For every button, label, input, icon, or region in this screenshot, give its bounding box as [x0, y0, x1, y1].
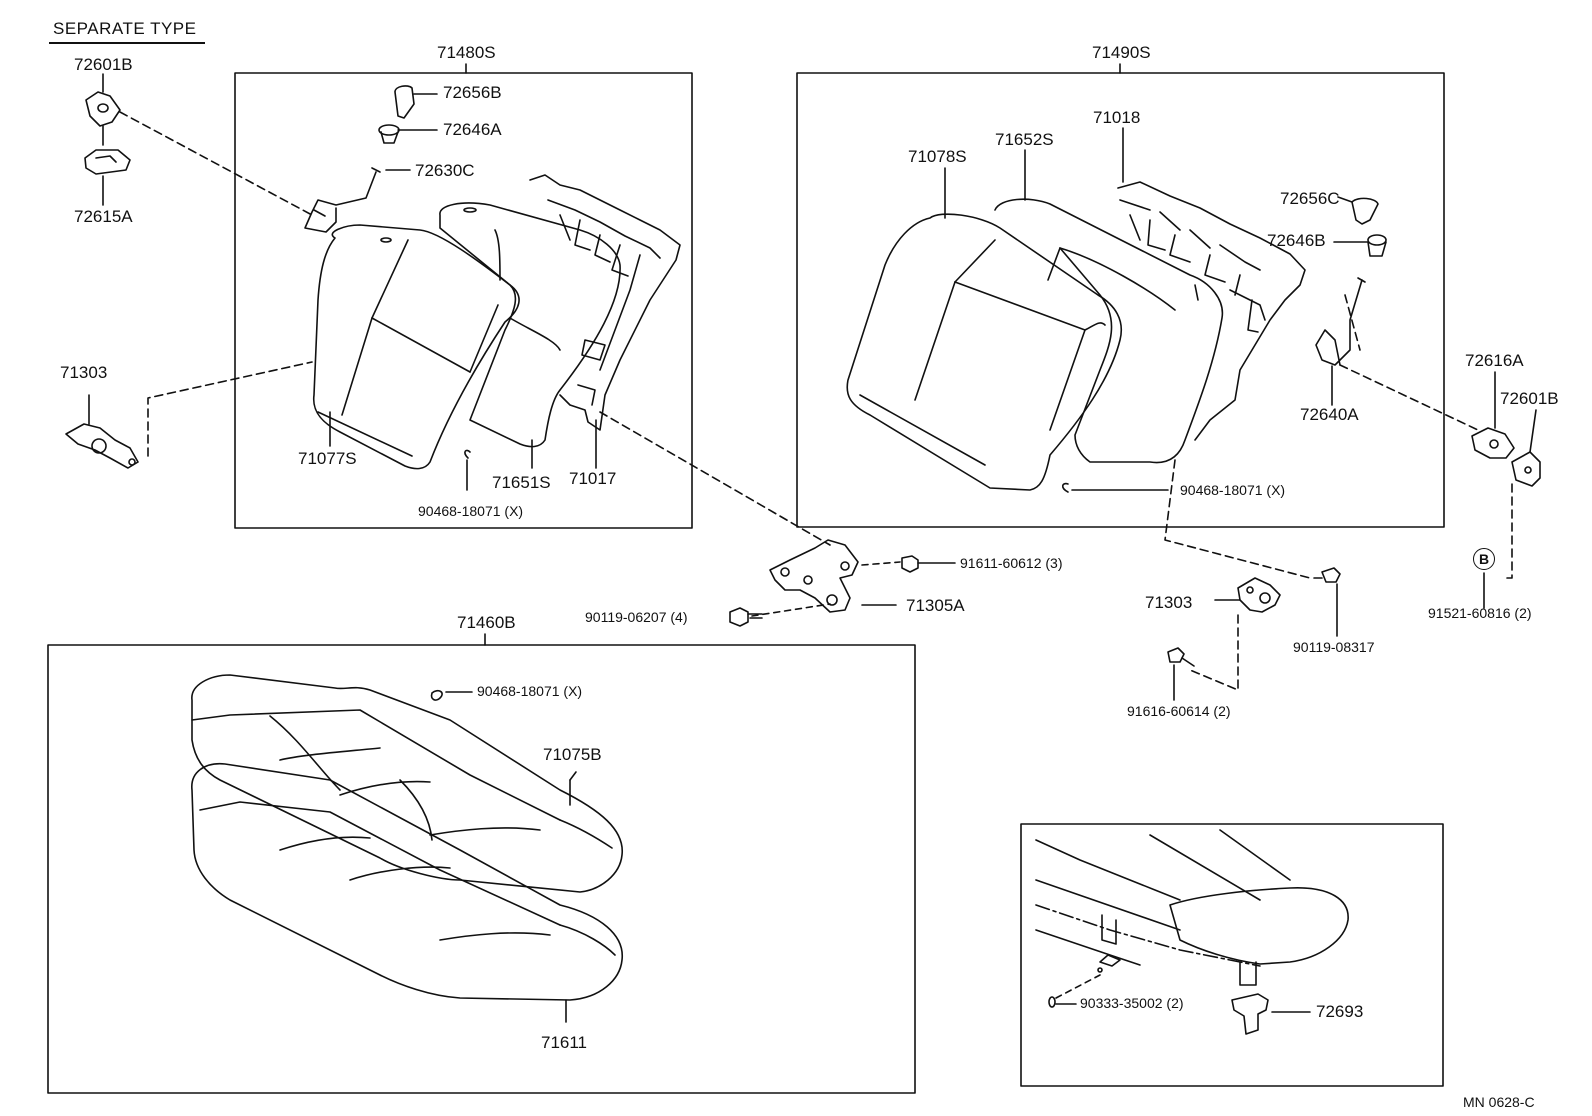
part-label-71303-left: 71303 [60, 363, 108, 382]
part-label-90333: 90333-35002 (2) [1080, 995, 1184, 1011]
seatback-frame-71017 [529, 174, 681, 431]
part-label-72656B: 72656B [443, 83, 502, 102]
group-label-right-back: 71490S [1092, 43, 1151, 62]
bracket-72601B-right [1511, 409, 1541, 487]
hinge-71303-left [65, 394, 139, 469]
part-label-90119-06207: 90119-06207 (4) [585, 609, 688, 625]
part-label-71305A: 71305A [906, 596, 965, 615]
part-label-72656C: 72656C [1280, 189, 1340, 208]
part-label-71075B: 71075B [543, 745, 602, 764]
bracket-72616A [1471, 371, 1515, 459]
part-label-72630C: 72630C [415, 161, 475, 180]
group-label-cushion: 71460B [457, 613, 516, 632]
clip-90333 [1048, 967, 1103, 1008]
bolt-90119-06207 [729, 607, 763, 627]
part-label-71017: 71017 [569, 469, 617, 488]
seatback-pad-71652S [994, 198, 1224, 464]
part-label-72640A: 72640A [1300, 405, 1359, 424]
hinge-71303-right [1214, 577, 1281, 613]
headrest-guide-72646A [378, 124, 438, 144]
hook-72693 [1231, 993, 1311, 1035]
part-label-72646B: 72646B [1267, 231, 1326, 250]
detail-frame [1020, 823, 1444, 1087]
part-label-90119-08317: 90119-08317 [1293, 639, 1375, 655]
seatback-cover-71077S [312, 224, 520, 470]
part-label-90468-center: 90468-18071 (X) [477, 683, 583, 699]
figure-reference: MN 0628-C [1463, 1094, 1535, 1110]
group-label-left-back: 71480S [437, 43, 496, 62]
bolt-91616 [1167, 647, 1195, 701]
cushion-cover-71075B [191, 674, 623, 893]
diagram-title: SEPARATE TYPE [49, 19, 204, 44]
left-seatback-frame [234, 72, 693, 529]
part-label-91611: 91611-60612 (3) [960, 555, 1063, 571]
bracket-72601B-left [85, 73, 121, 146]
headrest-support-72656C [1337, 196, 1379, 225]
part-label-71611: 71611 [541, 1033, 588, 1052]
part-label-91616: 91616-60614 (2) [1127, 703, 1231, 719]
part-label-71303-right: 71303 [1145, 593, 1193, 612]
seatback-pad-71651S [439, 202, 621, 448]
part-label-71078S: 71078S [908, 147, 967, 166]
bolt-90119-08317 [1313, 567, 1341, 637]
headrest-guide-72646B [1333, 234, 1387, 257]
part-label-72601B-right: 72601B [1500, 389, 1559, 408]
detail-seat-illustration [1035, 829, 1349, 986]
part-label-71077S: 71077S [298, 449, 357, 468]
headrest-support-72656B [394, 85, 438, 119]
cushion-pad-71611 [191, 763, 623, 1023]
part-label-71018: 71018 [1093, 108, 1141, 127]
bolt-91611 [901, 555, 956, 573]
part-label-72693: 72693 [1316, 1002, 1364, 1021]
part-label-72615A: 72615A [74, 207, 133, 226]
lock-rod-72640A [1315, 277, 1366, 406]
seatback-cover-71078S [846, 213, 1122, 491]
hinge-71305A [769, 539, 897, 613]
part-label-72616A: 72616A [1465, 351, 1524, 370]
part-label-72646A: 72646A [443, 120, 502, 139]
part-label-71651S: 71651S [492, 473, 551, 492]
cover-72615A [84, 149, 131, 206]
callout-B: B [1473, 548, 1495, 570]
lock-rod-72630C [304, 167, 411, 233]
seat-cushion-frame [47, 644, 916, 1094]
part-label-71652S: 71652S [995, 130, 1054, 149]
part-label-90468-left: 90468-18071 (X) [418, 503, 524, 519]
part-label-72601B-left: 72601B [74, 55, 133, 74]
part-label-91521: 91521-60816 (2) [1428, 605, 1532, 621]
seatback-frame-71018 [1117, 181, 1306, 441]
part-label-90468-right: 90468-18071 (X) [1180, 482, 1286, 498]
